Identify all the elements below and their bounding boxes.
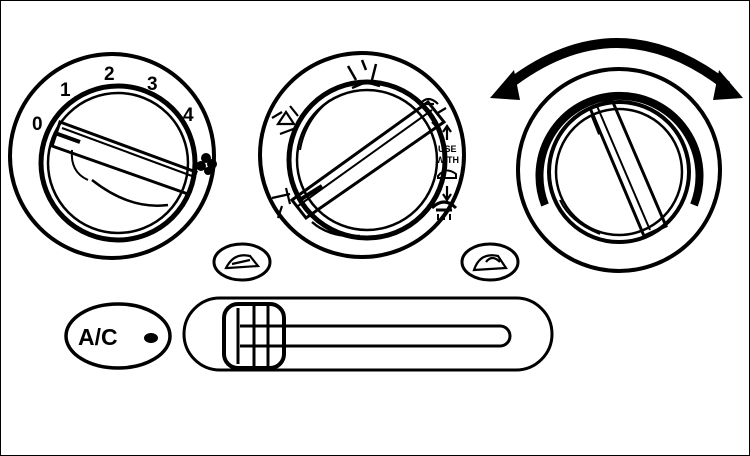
fan-speed-label-2: 2 xyxy=(104,64,115,85)
fresh-air-icon xyxy=(224,254,261,270)
recirculation-small-icon xyxy=(437,169,457,179)
bi-level-icon xyxy=(271,105,299,136)
temp-dial-inner xyxy=(554,107,684,237)
air-intake-slider xyxy=(182,296,554,372)
recirculation-icon xyxy=(472,254,508,272)
temp-scale-arc xyxy=(535,91,704,207)
ac-indicator-light xyxy=(144,333,158,343)
fan-speed-label-4: 4 xyxy=(183,105,194,126)
fan-knob[interactable] xyxy=(50,120,198,207)
use-with-line-2: WITH xyxy=(436,155,459,165)
temp-dial-bezel xyxy=(516,67,722,273)
temp-knob[interactable] xyxy=(559,98,668,239)
vent-face-icon xyxy=(346,59,381,90)
ac-button[interactable]: A/C xyxy=(64,302,172,370)
fan-speed-control: 0 1 2 3 4 xyxy=(8,52,217,260)
defrost-icon xyxy=(430,200,458,220)
recirculation-button[interactable] xyxy=(460,242,520,282)
arrow-up-icon xyxy=(442,124,452,140)
slider-housing xyxy=(182,296,554,372)
temp-dial-ring xyxy=(547,100,691,244)
floor-icon xyxy=(271,187,292,219)
temperature-arrow-icon xyxy=(490,38,743,100)
use-with-line-1: USE xyxy=(438,144,457,154)
fan-icon xyxy=(196,153,217,175)
ac-button-label: A/C xyxy=(78,324,118,350)
fan-dial-bezel xyxy=(8,52,216,260)
mode-knob[interactable] xyxy=(289,99,447,238)
fan-speed-label-3: 3 xyxy=(147,74,158,95)
arrow-down-icon xyxy=(442,186,452,202)
fan-speed-label-0: 0 xyxy=(32,114,43,135)
fan-speed-label-1: 1 xyxy=(60,80,71,101)
mode-dial-bezel xyxy=(258,51,466,259)
floor-defrost-icon xyxy=(419,97,447,129)
slider-knob[interactable] xyxy=(222,302,286,370)
fan-dial-ring xyxy=(38,83,198,243)
temperature-control xyxy=(490,38,743,273)
mode-control: USE WITH xyxy=(258,51,466,259)
mode-dial-inner xyxy=(295,88,439,232)
slider-track xyxy=(240,324,512,348)
fresh-air-button[interactable] xyxy=(212,242,272,282)
fan-dial-inner xyxy=(46,91,190,235)
use-with-note: USE WITH xyxy=(436,124,459,202)
